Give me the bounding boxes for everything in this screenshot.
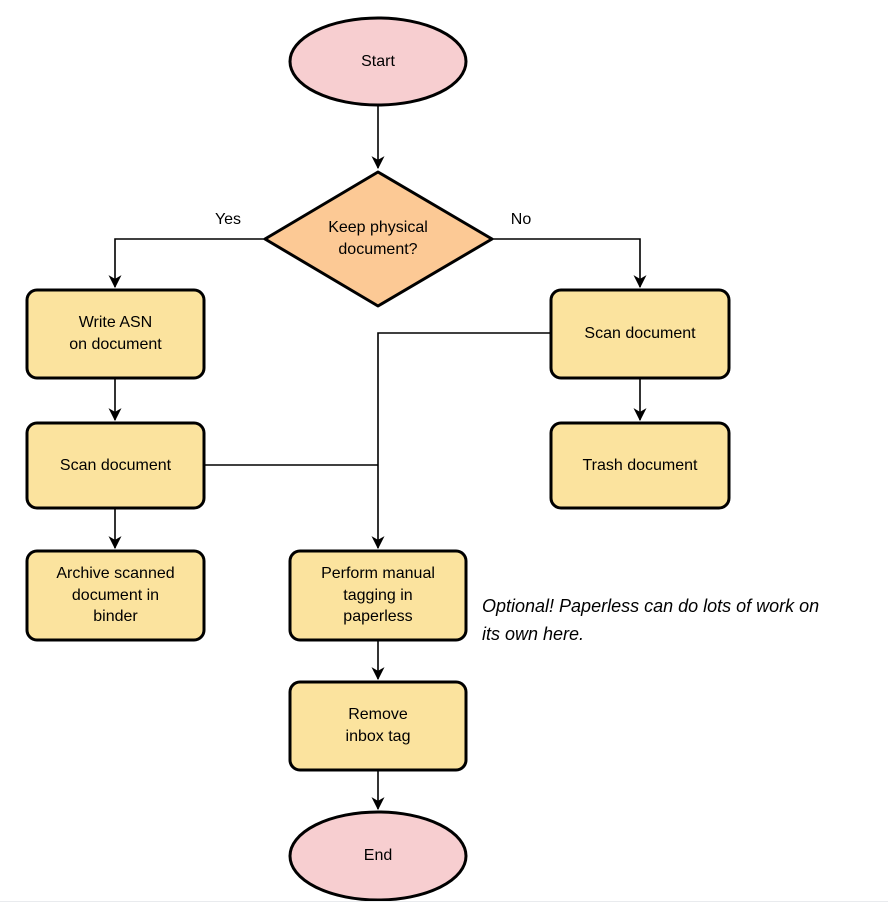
node-scan-left — [25, 421, 206, 510]
node-trash — [549, 421, 731, 510]
node-decision — [263, 170, 494, 308]
optional-annotation: Optional! Paperless can do lots of work … — [482, 596, 820, 644]
edge-decision-no-to-scan-right — [492, 238, 647, 289]
node-tagging — [288, 549, 468, 642]
node-end — [288, 810, 468, 902]
node-archive — [25, 549, 206, 642]
node-remove-inbox — [288, 680, 468, 772]
edge-decision-yes-to-write-asn — [108, 238, 265, 289]
node-scan-right — [549, 288, 731, 380]
node-start — [288, 16, 468, 107]
canvas-bottom-edge — [0, 901, 888, 902]
edge-scan-right-to-tagging — [371, 332, 551, 550]
node-write-asn — [25, 288, 206, 380]
